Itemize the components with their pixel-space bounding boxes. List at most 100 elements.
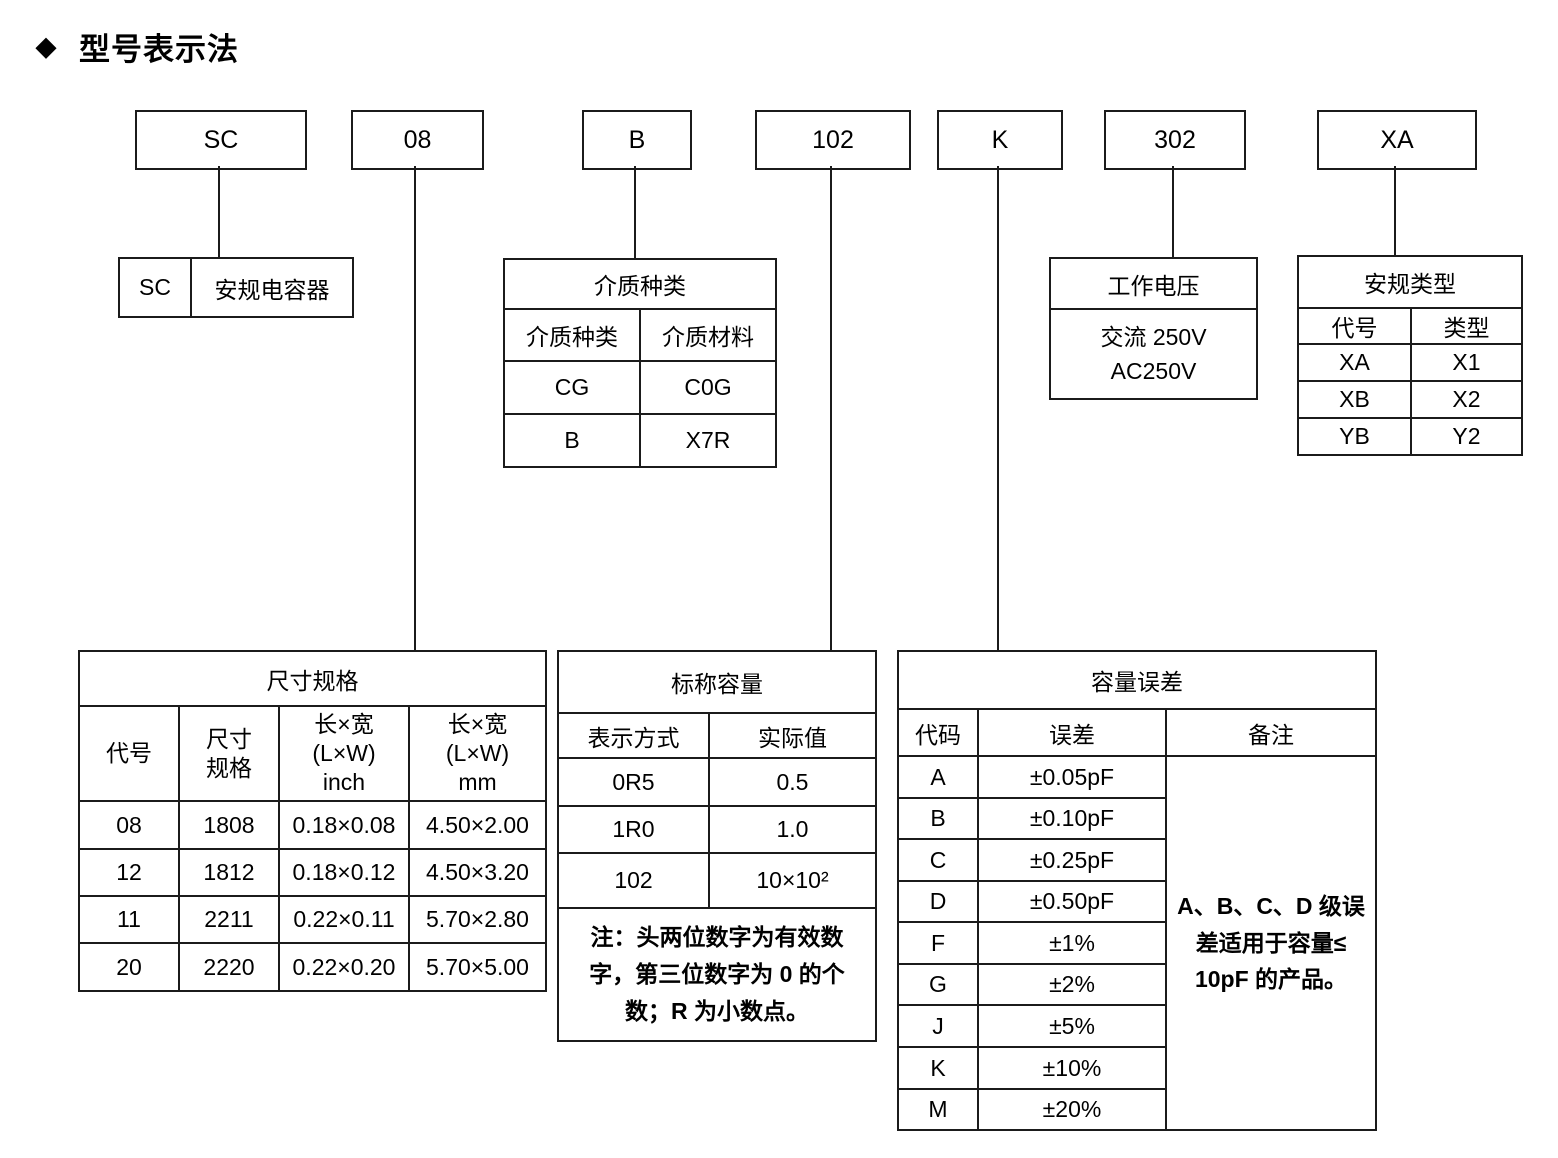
table-cell: XA bbox=[1297, 343, 1412, 382]
table-row: A ±0.05pF A、B、C、D 级误 差适用于容量≤ 10pF 的产品。 bbox=[897, 755, 1378, 1131]
code-box-sc: SC bbox=[135, 110, 307, 170]
table-cell: 1808 bbox=[178, 800, 280, 850]
table-cell: A bbox=[897, 755, 979, 799]
table-cell: 0.18×0.08 bbox=[278, 800, 410, 850]
table-cell: 0.22×0.20 bbox=[278, 942, 410, 992]
capacitance-note: 注：头两位数字为有效数 字，第三位数字为 0 的个 数；R 为小数点。 bbox=[557, 907, 877, 1042]
table-cell: F bbox=[897, 921, 979, 965]
table-cell: 12 bbox=[78, 848, 180, 897]
table-row: CG C0G bbox=[503, 360, 777, 415]
table-cell: ±1% bbox=[977, 921, 1167, 965]
safety-table: 安规类型 代号 类型 XA X1 XB X2 YB Y2 bbox=[1297, 255, 1523, 456]
table-cell: 0R5 bbox=[557, 757, 710, 807]
table-cell: YB bbox=[1297, 417, 1412, 456]
table-cell: 20 bbox=[78, 942, 180, 992]
size-header-inch: 长×宽 (L×W) inch bbox=[278, 705, 410, 802]
table-row: K ±10% bbox=[897, 1046, 1376, 1090]
table-cell: 4.50×2.00 bbox=[408, 800, 547, 850]
safety-header-code: 代号 bbox=[1297, 307, 1412, 345]
table-cell: 102 bbox=[557, 852, 710, 909]
voltage-table-title: 工作电压 bbox=[1049, 257, 1258, 310]
table-row: 1R0 1.0 bbox=[557, 805, 877, 854]
table-cell: C bbox=[897, 838, 979, 882]
tolerance-table-title: 容量误差 bbox=[896, 650, 1378, 710]
voltage-table: 工作电压 交流 250V AC250V bbox=[1049, 257, 1258, 400]
code-box-safety: XA bbox=[1317, 110, 1477, 170]
tolerance-header-code: 代码 bbox=[897, 708, 979, 757]
table-cell: XB bbox=[1297, 380, 1412, 419]
table-cell: X7R bbox=[639, 413, 777, 468]
connector-voltage bbox=[1172, 166, 1174, 259]
table-row: 08 1808 0.18×0.08 4.50×2.00 bbox=[78, 800, 547, 850]
table-cell: ±5% bbox=[977, 1004, 1167, 1048]
size-header-mm: 长×宽 (L×W) mm bbox=[408, 705, 547, 802]
table-cell: 5.70×5.00 bbox=[408, 942, 547, 992]
table-cell: G bbox=[897, 963, 979, 1006]
table-row: G ±2% bbox=[897, 963, 1376, 1006]
table-cell: 4.50×3.20 bbox=[408, 848, 547, 897]
table-row: 20 2220 0.22×0.20 5.70×5.00 bbox=[78, 942, 547, 992]
table-row: XA X1 bbox=[1297, 343, 1523, 382]
sc-table: SC 安规电容器 bbox=[118, 257, 354, 318]
table-cell: ±0.10pF bbox=[977, 797, 1167, 840]
table-cell: X2 bbox=[1410, 380, 1523, 419]
safety-header-type: 类型 bbox=[1410, 307, 1523, 345]
table-cell: M bbox=[897, 1088, 979, 1131]
table-row: B ±0.10pF bbox=[897, 797, 1376, 840]
voltage-line-cn: 交流 250V bbox=[1100, 323, 1207, 350]
table-cell: ±2% bbox=[977, 963, 1167, 1006]
table-cell: ±0.05pF bbox=[977, 755, 1167, 799]
table-row: M ±20% bbox=[897, 1088, 1376, 1131]
table-row: D ±0.50pF bbox=[897, 880, 1376, 923]
dielectric-header-material: 介质材料 bbox=[639, 308, 777, 362]
table-cell: C0G bbox=[639, 360, 777, 415]
table-cell: 1.0 bbox=[708, 805, 877, 854]
dielectric-header-type: 介质种类 bbox=[503, 308, 641, 362]
code-box-size: 08 bbox=[351, 110, 484, 170]
table-cell: 1R0 bbox=[557, 805, 710, 854]
connector-capacitance bbox=[830, 166, 832, 652]
table-row: XB X2 bbox=[1297, 380, 1523, 419]
capacitance-header-actual: 实际值 bbox=[708, 712, 877, 759]
connector-safety bbox=[1394, 166, 1396, 257]
connector-tolerance bbox=[997, 166, 999, 652]
connector-sc bbox=[218, 166, 220, 258]
table-cell: ±10% bbox=[977, 1046, 1167, 1090]
size-table-title: 尺寸规格 bbox=[78, 650, 547, 707]
table-row: 102 10×10² bbox=[557, 852, 877, 909]
table-cell: ±20% bbox=[977, 1088, 1167, 1131]
voltage-line-en: AC250V bbox=[1110, 358, 1197, 384]
table-cell: J bbox=[897, 1004, 979, 1048]
tolerance-header-remark: 备注 bbox=[1164, 708, 1378, 757]
table-cell: 10×10² bbox=[708, 852, 877, 909]
capacitance-table: 标称容量 表示方式 实际值 0R5 0.5 1R0 1.0 102 10×10²… bbox=[557, 650, 877, 1042]
table-cell: 1812 bbox=[178, 848, 280, 897]
table-row: 0R5 0.5 bbox=[557, 757, 877, 807]
voltage-value-cell: 交流 250V AC250V bbox=[1049, 308, 1258, 400]
table-row: B X7R bbox=[503, 413, 777, 468]
table-cell: 2220 bbox=[178, 942, 280, 992]
table-cell: Y2 bbox=[1410, 417, 1523, 456]
code-box-dielectric: B bbox=[582, 110, 692, 170]
size-header-code: 代号 bbox=[78, 705, 180, 802]
diamond-icon: ◆ bbox=[36, 31, 57, 61]
table-cell: 08 bbox=[78, 800, 180, 850]
table-row: J ±5% bbox=[897, 1004, 1376, 1048]
tolerance-header-tolerance: 误差 bbox=[977, 708, 1167, 757]
table-cell: 2211 bbox=[178, 895, 280, 944]
table-cell: B bbox=[503, 413, 641, 468]
table-cell: CG bbox=[503, 360, 641, 415]
sc-desc-cell: 安规电容器 bbox=[190, 257, 354, 318]
tolerance-table: 容量误差 代码 误差 备注 A ±0.05pF A、B、C、D 级误 差适用于容… bbox=[896, 650, 1378, 1131]
table-cell: D bbox=[897, 880, 979, 923]
table-cell: 11 bbox=[78, 895, 180, 944]
table-cell: B bbox=[897, 797, 979, 840]
table-cell: ±0.50pF bbox=[977, 880, 1167, 923]
dielectric-table-title: 介质种类 bbox=[503, 258, 777, 310]
table-row: YB Y2 bbox=[1297, 417, 1523, 456]
code-box-capacitance: 102 bbox=[755, 110, 911, 170]
capacitance-header-notation: 表示方式 bbox=[557, 712, 710, 759]
size-header-spec: 尺寸 规格 bbox=[178, 705, 280, 802]
table-cell: 0.22×0.11 bbox=[278, 895, 410, 944]
dielectric-table: 介质种类 介质种类 介质材料 CG C0G B X7R bbox=[503, 258, 777, 468]
